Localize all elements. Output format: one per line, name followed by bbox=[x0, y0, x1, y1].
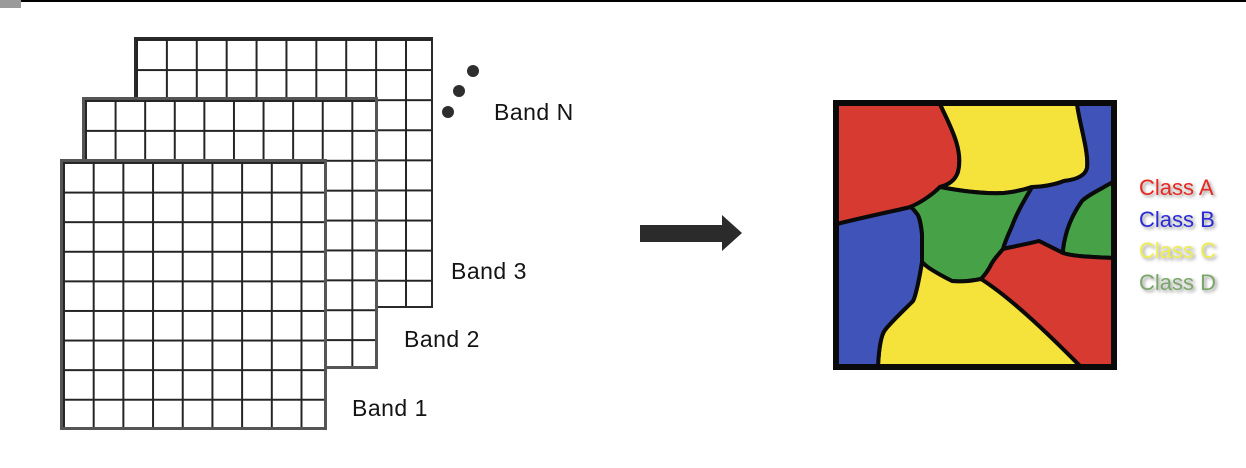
ellipsis-dot-icon bbox=[442, 106, 454, 118]
band-3-label: Band 3 bbox=[451, 258, 527, 284]
arrow-shape bbox=[640, 215, 742, 251]
band-1-label: Band 1 bbox=[352, 395, 428, 421]
legend-class-d: Class D bbox=[1139, 269, 1217, 295]
legend-class-a: Class A bbox=[1139, 175, 1214, 200]
ellipsis-dot-icon bbox=[467, 65, 479, 77]
gray-corner-tab bbox=[0, 0, 21, 8]
classified-map bbox=[833, 100, 1117, 370]
top-divider-rule bbox=[21, 0, 1246, 2]
band-1-grid bbox=[60, 159, 327, 430]
legend-class-c: Class C bbox=[1139, 238, 1217, 263]
region-class-b-left bbox=[837, 205, 924, 366]
ellipsis-dot-icon bbox=[453, 85, 465, 97]
legend-class-b: Class B bbox=[1139, 206, 1215, 232]
band-2-label: Band 2 bbox=[404, 326, 480, 352]
process-arrow-icon bbox=[640, 215, 742, 251]
band-n-label: Band N bbox=[494, 99, 574, 125]
class-legend: Class A Class B Class C Class D bbox=[1139, 172, 1216, 298]
